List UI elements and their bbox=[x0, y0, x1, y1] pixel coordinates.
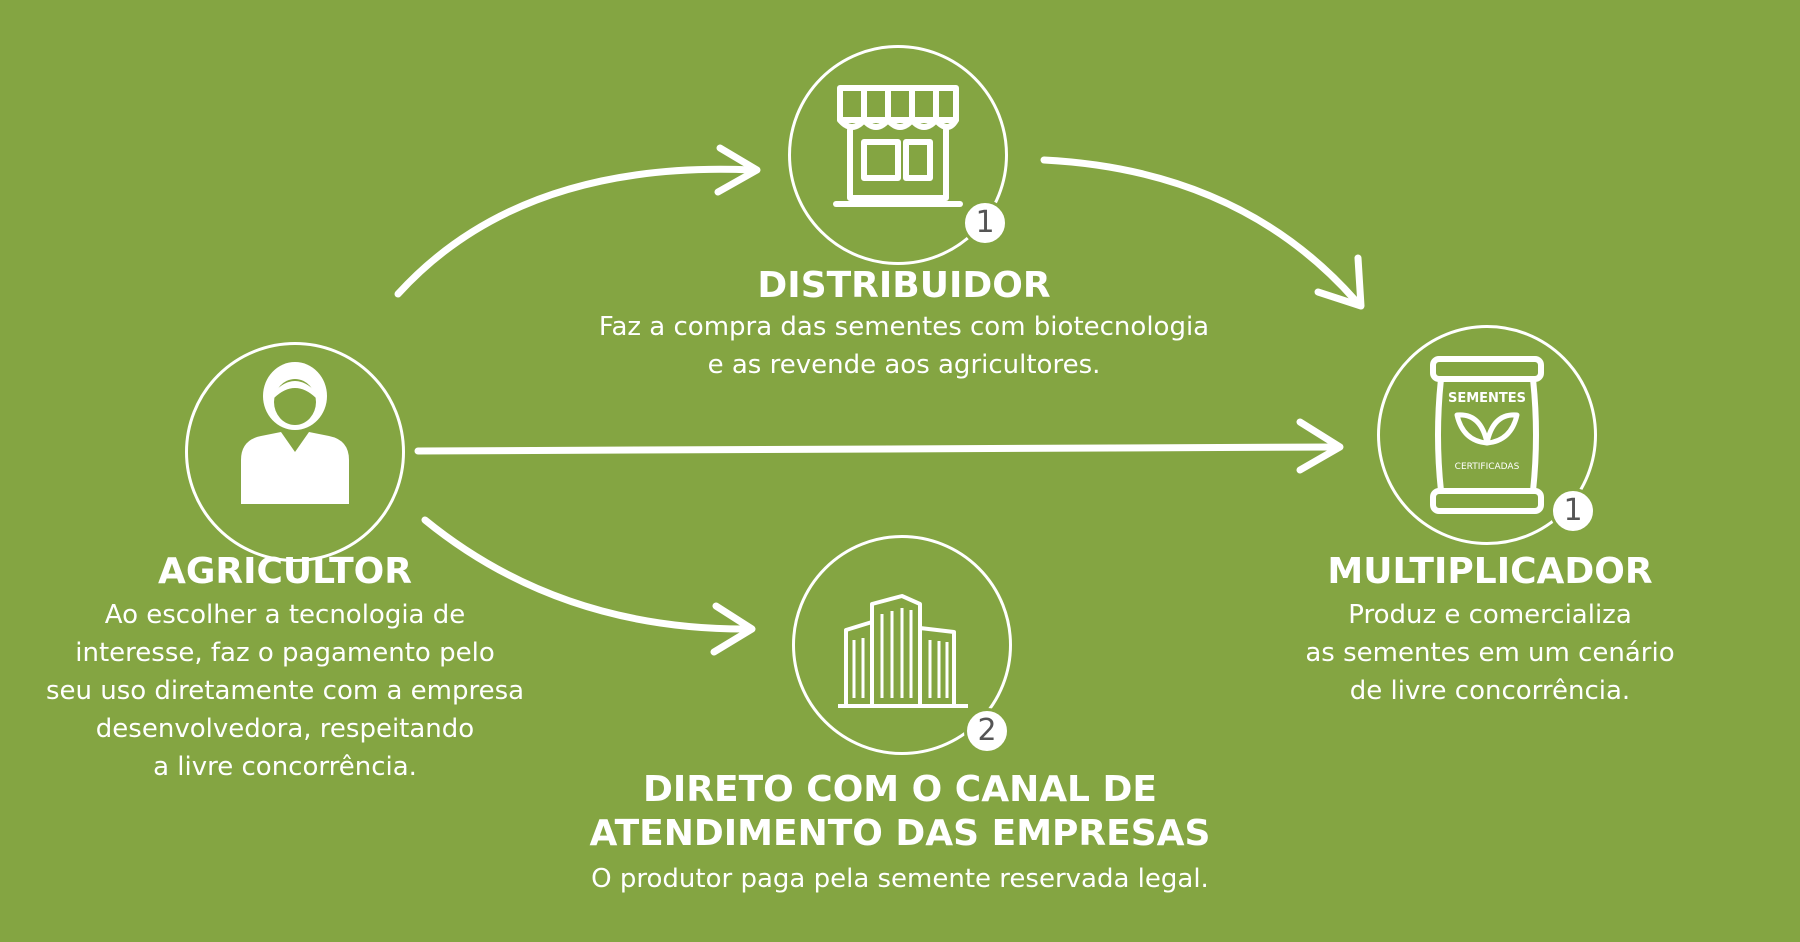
agricultor-desc-line: a livre concorrência. bbox=[153, 752, 417, 782]
direto-step-badge: 2 bbox=[964, 708, 1010, 754]
multiplicador-desc-line: as sementes em um cenário bbox=[1305, 638, 1675, 668]
multiplicador-desc-line: Produz e comercializa bbox=[1348, 600, 1632, 630]
arrowhead-agricultor-to-multiplicador bbox=[1296, 418, 1344, 474]
direto-title: DIRETO COM O CANAL DE ATENDIMENTO DAS EM… bbox=[550, 768, 1250, 856]
seed-bag-icon: SEMENTES CERTIFICADAS bbox=[1430, 356, 1544, 514]
distribuidor-description: Faz a compra das sementes com biotecnolo… bbox=[504, 308, 1304, 384]
distribuidor-desc-line: e as revende aos agricultores. bbox=[707, 350, 1101, 380]
arrow-agricultor-to-multiplicador bbox=[414, 443, 1339, 455]
direto-title-line: DIRETO COM O CANAL DE bbox=[642, 769, 1158, 810]
agricultor-title: AGRICULTOR bbox=[157, 551, 413, 592]
arrow-distribuidor-to-multiplicador bbox=[1040, 156, 1359, 304]
farmer-icon bbox=[241, 362, 349, 504]
agricultor-desc-line: interesse, faz o pagamento pelo bbox=[75, 638, 495, 668]
agricultor-desc-line: seu uso diretamente com a empresa bbox=[45, 676, 525, 706]
seed-bag-label-bottom: CERTIFICADAS bbox=[1455, 462, 1520, 472]
multiplicador-description: Produz e comercializa as sementes em um … bbox=[1240, 596, 1740, 710]
direto-title-line: ATENDIMENTO DAS EMPRESAS bbox=[589, 813, 1211, 854]
direto-circle bbox=[792, 535, 1012, 755]
direto-description: O produtor paga pela semente reservada l… bbox=[500, 860, 1300, 898]
buildings-icon bbox=[838, 594, 968, 708]
distribuidor-title: DISTRIBUIDOR bbox=[757, 265, 1051, 306]
multiplicador-step-badge: 1 bbox=[1550, 488, 1596, 534]
store-icon bbox=[833, 85, 963, 207]
arrow-agricultor-to-direto bbox=[421, 516, 752, 633]
arrowhead-agricultor-to-distribuidor bbox=[714, 144, 761, 196]
distribuidor-desc-line: Faz a compra das sementes com biotecnolo… bbox=[598, 312, 1210, 342]
multiplicador-title: MULTIPLICADOR bbox=[1327, 551, 1653, 592]
agricultor-desc-line: Ao escolher a tecnologia de bbox=[104, 600, 466, 630]
direto-desc-line: O produtor paga pela semente reservada l… bbox=[591, 864, 1209, 894]
arrowhead-agricultor-to-direto bbox=[710, 602, 756, 656]
seed-bag-label-top: SEMENTES bbox=[1448, 391, 1526, 406]
multiplicador-circle bbox=[1377, 325, 1597, 545]
arrowhead-distribuidor-to-multiplicador bbox=[1314, 254, 1365, 310]
multiplicador-desc-line: de livre concorrência. bbox=[1349, 676, 1631, 706]
arrow-agricultor-to-distribuidor bbox=[394, 165, 756, 298]
distribuidor-circle bbox=[788, 45, 1008, 265]
agricultor-description: Ao escolher a tecnologia de interesse, f… bbox=[10, 596, 560, 786]
agricultor-desc-line: desenvolvedora, respeitando bbox=[95, 714, 475, 744]
distribuidor-step-badge: 1 bbox=[962, 200, 1008, 246]
agricultor-circle bbox=[185, 342, 405, 562]
